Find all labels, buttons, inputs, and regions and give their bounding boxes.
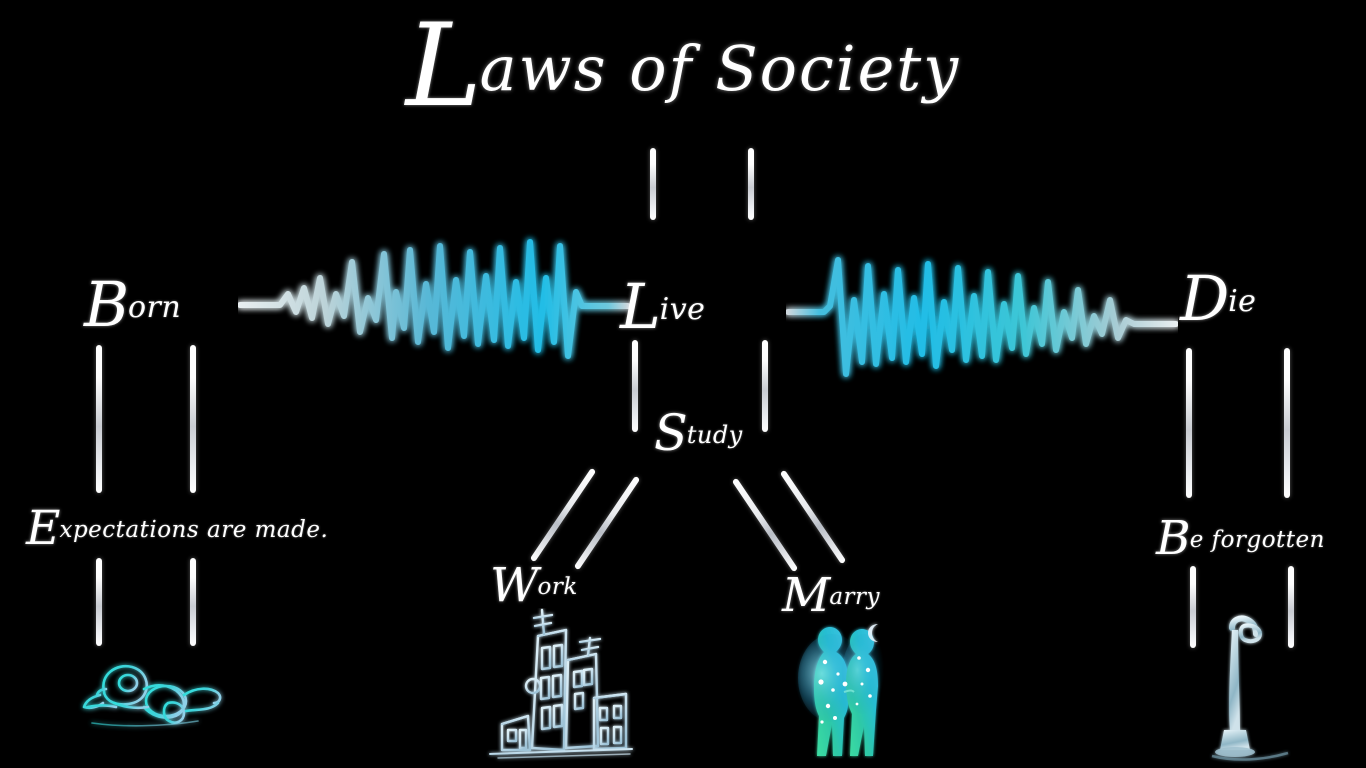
work-label: ork: [537, 574, 578, 600]
live-label: ive: [659, 292, 706, 327]
page-title: Laws of Society: [0, 9, 1366, 124]
connector-study-marry-inner: [731, 477, 799, 573]
crawling-baby-icon: [82, 664, 222, 727]
title-drop-cap: L: [405, 0, 482, 133]
connector-die-forgotten-left: [1186, 348, 1192, 498]
born-drop-cap: B: [84, 268, 129, 341]
expectations-drop-cap: E: [26, 500, 60, 556]
connector-title-live-right: [748, 148, 754, 220]
node-study[interactable]: Study: [654, 408, 743, 457]
marry-label: arry: [829, 584, 881, 610]
connector-forgotten-lamp-right: [1288, 566, 1294, 648]
leaf-forgotten: Be forgotten: [1156, 515, 1325, 562]
connector-study-work-inner: [573, 475, 641, 571]
connector-born-expectations-right: [190, 345, 196, 493]
expectations-label: xpectations are made.: [59, 517, 329, 543]
connector-live-study-left: [632, 340, 638, 432]
node-live[interactable]: Live: [620, 276, 706, 338]
study-label: tudy: [686, 421, 743, 449]
leaf-expectations: Expectations are made.: [26, 505, 329, 552]
title-rest: aws of Society: [479, 32, 961, 105]
live-drop-cap: L: [620, 270, 661, 343]
forgotten-label: e forgotten: [1189, 527, 1325, 553]
node-born[interactable]: Born: [84, 274, 182, 336]
connector-expectations-baby-left: [96, 558, 102, 646]
study-drop-cap: S: [654, 403, 688, 462]
born-label: orn: [127, 290, 182, 325]
couple-walking-icon: [798, 624, 886, 756]
connector-title-live-left: [650, 148, 656, 220]
work-drop-cap: W: [490, 557, 538, 613]
node-die[interactable]: Die: [1180, 268, 1257, 330]
connector-study-marry-outer: [779, 469, 847, 565]
leaf-work: Work: [490, 562, 578, 609]
connector-die-forgotten-right: [1284, 348, 1290, 498]
forgotten-drop-cap: B: [1156, 510, 1191, 566]
connector-expectations-baby-right: [190, 558, 196, 646]
heartbeat-waveform-falling: [786, 257, 1178, 377]
die-drop-cap: D: [1180, 262, 1229, 335]
leaf-marry: Marry: [782, 572, 881, 619]
heartbeat-waveform-rising: [238, 239, 630, 359]
city-buildings-icon: [489, 608, 633, 759]
connector-live-study-right: [762, 340, 768, 432]
street-lamp-icon: [1211, 615, 1289, 761]
connector-forgotten-lamp-left: [1190, 566, 1196, 648]
marry-drop-cap: M: [782, 567, 830, 623]
die-label: ie: [1228, 284, 1257, 319]
connector-born-expectations-left: [96, 345, 102, 493]
